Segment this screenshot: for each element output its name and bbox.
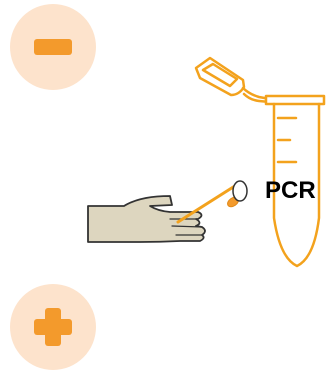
swab-sample-drop (233, 181, 247, 201)
hand-icon (88, 196, 205, 242)
pcr-tube-icon (196, 58, 324, 266)
positive-result-badge (10, 284, 96, 370)
swab-icon (178, 181, 247, 222)
pcr-label: PCR (265, 177, 316, 204)
negative-result-badge (10, 4, 96, 90)
minus-icon (34, 39, 72, 55)
